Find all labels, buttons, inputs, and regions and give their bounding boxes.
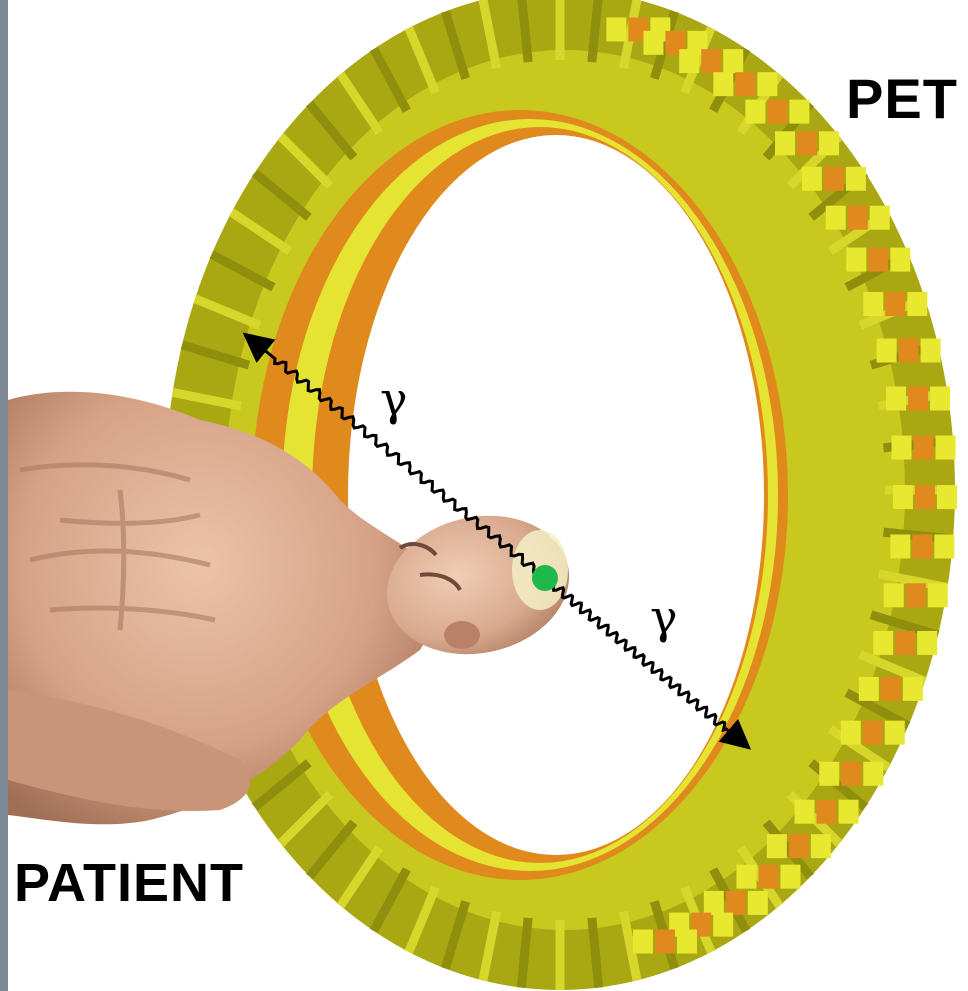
detector-module-face bbox=[928, 583, 948, 607]
detector-module-face bbox=[736, 865, 756, 889]
detector-module-face bbox=[846, 167, 866, 191]
detector-module-face bbox=[767, 100, 787, 124]
gamma-label-upper: γ bbox=[380, 372, 408, 426]
detector-module-face bbox=[780, 865, 800, 889]
detector-module-face bbox=[863, 292, 883, 316]
detector-module-face bbox=[886, 387, 906, 411]
detector-module-face bbox=[775, 131, 795, 155]
detector-module-face bbox=[713, 72, 733, 96]
detector-module-face bbox=[914, 436, 934, 460]
detector-module-face bbox=[885, 292, 905, 316]
detector-module-face bbox=[893, 485, 913, 509]
detector-module-face bbox=[757, 72, 777, 96]
detector-module-face bbox=[895, 631, 915, 655]
detector-module-face bbox=[789, 834, 809, 858]
detector-module-face bbox=[917, 631, 937, 655]
detector-module-face bbox=[677, 930, 697, 954]
detector-module-face bbox=[912, 535, 932, 559]
ring-bore bbox=[348, 135, 764, 855]
detector-module-face bbox=[937, 485, 957, 509]
detector-module-face bbox=[797, 131, 817, 155]
gamma-label-lower: γ bbox=[650, 590, 678, 644]
detector-module-face bbox=[789, 100, 809, 124]
detector-module-face bbox=[826, 206, 846, 230]
detector-module-face bbox=[890, 248, 910, 272]
detector-module-face bbox=[839, 800, 859, 824]
detector-module-face bbox=[930, 387, 950, 411]
detector-module-face bbox=[819, 762, 839, 786]
detector-module-face bbox=[606, 17, 626, 41]
detector-module-face bbox=[701, 49, 721, 73]
annihilation-point bbox=[532, 565, 558, 591]
detector-module-face bbox=[863, 721, 883, 745]
detector-module-face bbox=[877, 339, 897, 363]
detector-module-face bbox=[819, 131, 839, 155]
detector-module-face bbox=[890, 535, 910, 559]
detector-module-face bbox=[873, 631, 893, 655]
detector-module-face bbox=[748, 891, 768, 915]
detector-module-face bbox=[817, 800, 837, 824]
detector-module-face bbox=[936, 436, 956, 460]
detector-module-face bbox=[824, 167, 844, 191]
detector-module-face bbox=[735, 72, 755, 96]
detector-module-face bbox=[846, 248, 866, 272]
detector-module-face bbox=[859, 677, 879, 701]
detector-module-face bbox=[885, 721, 905, 745]
detector-module-face bbox=[633, 930, 653, 954]
detector-module-face bbox=[726, 891, 746, 915]
detector-module-face bbox=[934, 535, 954, 559]
detector-module-face bbox=[655, 930, 675, 954]
detector-module-face bbox=[899, 339, 919, 363]
detector-module-face bbox=[884, 583, 904, 607]
detector-module-face bbox=[907, 292, 927, 316]
detector-module-face bbox=[679, 49, 699, 73]
detector-module-face bbox=[921, 339, 941, 363]
detector-module-face bbox=[811, 834, 831, 858]
detector-module-face bbox=[848, 206, 868, 230]
pet-label: PET bbox=[846, 66, 958, 131]
detector-module-face bbox=[643, 31, 663, 55]
detector-module-face bbox=[758, 865, 778, 889]
detector-module-face bbox=[723, 49, 743, 73]
background-edge bbox=[0, 0, 8, 991]
detector-module-face bbox=[915, 485, 935, 509]
patient-ear bbox=[444, 621, 480, 649]
detector-module-face bbox=[906, 583, 926, 607]
detector-module-face bbox=[802, 167, 822, 191]
detector-module-face bbox=[704, 891, 724, 915]
detector-module-face bbox=[745, 100, 765, 124]
detector-module-face bbox=[713, 913, 733, 937]
detector-module-face bbox=[868, 248, 888, 272]
detector-module-face bbox=[863, 762, 883, 786]
detector-module-face bbox=[870, 206, 890, 230]
detector-module-face bbox=[881, 677, 901, 701]
patient-label: PATIENT bbox=[14, 852, 244, 914]
detector-module-face bbox=[908, 387, 928, 411]
detector-module-face bbox=[892, 436, 912, 460]
detector-module-face bbox=[767, 834, 787, 858]
detector-module-face bbox=[841, 762, 861, 786]
detector-module-face bbox=[903, 677, 923, 701]
detector-module-face bbox=[795, 800, 815, 824]
detector-module-face bbox=[841, 721, 861, 745]
